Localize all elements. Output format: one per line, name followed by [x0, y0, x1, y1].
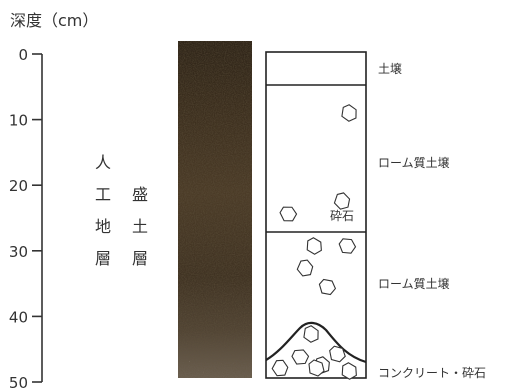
- gravel-fragment-icon: [271, 359, 289, 377]
- depth-axis-tick-label: 20: [9, 177, 28, 195]
- stratum-char: 土: [132, 217, 148, 236]
- gravel-fragment-icon: [341, 104, 357, 122]
- stratum-char: 層: [132, 249, 148, 268]
- stratum-char: 盛: [132, 185, 148, 204]
- stratum-char: 層: [95, 249, 111, 268]
- axis-title: 深度（cm）: [10, 11, 98, 30]
- stratum-char: 人: [95, 153, 111, 172]
- stratum-char: 地: [95, 217, 111, 236]
- soil-core-photo: [178, 41, 252, 378]
- gravel-fragment-icon: [291, 349, 310, 365]
- gravel-annotation: 砕石: [330, 208, 354, 223]
- depth-axis-tick-label: 30: [9, 243, 28, 261]
- soil-column-schematic: 砕石: [265, 51, 367, 380]
- gravel-fragment-icon: [306, 237, 322, 255]
- depth-axis-tick-label: 0: [18, 46, 28, 64]
- gravel-fragment-icon: [318, 278, 337, 296]
- layer-label-topsoil: 土壌: [378, 62, 402, 76]
- gravel-fragment-icon: [338, 238, 357, 254]
- depth-axis-tick-label: 40: [9, 308, 28, 326]
- stratum-char: 工: [95, 185, 111, 204]
- gravel-fragment-icon: [308, 359, 325, 377]
- gravel-fragment-icon: [279, 206, 298, 222]
- layer-label-loam-upper: ローム質土壌: [378, 155, 450, 170]
- stratum-label-fill-layer: 盛土層: [132, 185, 148, 268]
- gravel-fragment-icon: [296, 259, 314, 277]
- depth-axis-ticks: 0 10 20 30 40 50: [9, 46, 42, 390]
- layer-label-loam-lower: ローム質土壌: [378, 276, 450, 291]
- gravel-fragment-icon: [333, 192, 351, 210]
- gravel-fragments: [271, 104, 357, 380]
- depth-axis-tick-label: 50: [9, 374, 28, 390]
- gravel-fragment-icon: [341, 362, 357, 380]
- gravel-fragment-icon: [329, 345, 346, 363]
- gravel-fragment-icon: [303, 325, 319, 343]
- layer-label-concrete-gravel: コンクリート・砕石: [378, 365, 486, 380]
- depth-axis-tick-label: 10: [9, 112, 28, 130]
